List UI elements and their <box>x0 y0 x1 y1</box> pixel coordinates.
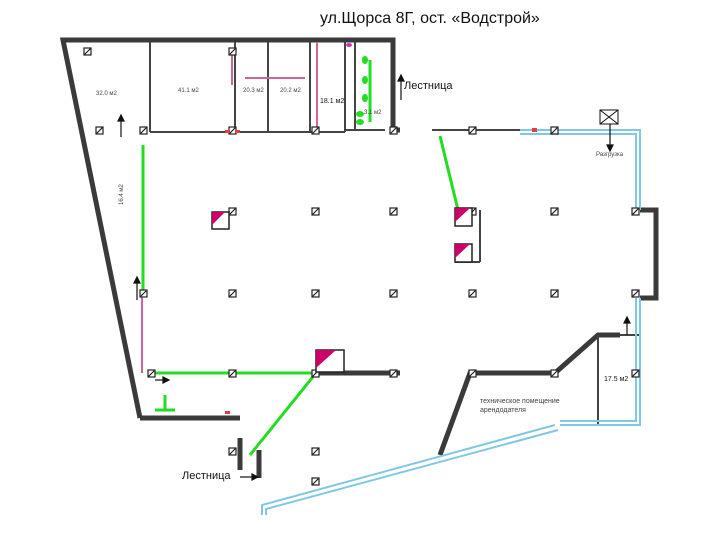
outer-walls <box>59 37 659 478</box>
column <box>139 289 148 298</box>
tech-room-label-1: техническое помещение <box>480 398 560 405</box>
unloading-marker <box>599 109 619 125</box>
column <box>311 207 320 216</box>
arrow-up-icon <box>117 113 125 137</box>
sink-icon <box>356 119 364 125</box>
green-diagonal-right <box>438 135 460 211</box>
toilet-icon <box>362 56 368 64</box>
magenta-marker-icon <box>346 43 352 47</box>
column <box>311 477 320 486</box>
glazing-right-lower-2 <box>560 298 637 422</box>
column <box>311 289 320 298</box>
shaft-center-left <box>211 211 230 230</box>
column <box>228 369 237 378</box>
columns <box>83 47 640 486</box>
arrows <box>117 73 631 481</box>
toilet-icon <box>362 76 368 84</box>
tech-room-label-2: арендодателя <box>480 407 526 414</box>
column <box>228 207 237 216</box>
column <box>147 369 156 378</box>
corridor-area: 16.4 м2 <box>119 184 125 205</box>
column <box>311 447 320 456</box>
room-3-area: 20.3 м2 <box>243 88 264 94</box>
column <box>468 289 477 298</box>
wc-fixtures <box>356 56 368 125</box>
wc-accent <box>346 43 352 47</box>
column <box>389 207 398 216</box>
column <box>550 126 559 135</box>
glazing-top-right <box>520 129 641 210</box>
stair-top-label: Лестница <box>404 80 453 92</box>
wall-right-notch <box>640 207 659 301</box>
glazing-bottom-diag-2 <box>265 429 559 515</box>
room-4-area: 20.2 м2 <box>280 88 301 94</box>
glazing-right-lower <box>560 298 641 426</box>
column <box>550 289 559 298</box>
room-5-area: 18.1 м2 <box>320 98 345 105</box>
wall-left-diagonal <box>59 37 396 419</box>
column <box>389 289 398 298</box>
column <box>83 47 92 56</box>
glazing-bottom-diag <box>261 424 556 515</box>
toilet-icon <box>362 94 368 102</box>
column <box>468 369 477 378</box>
green-partitions <box>141 60 460 456</box>
page-title: ул.Щорса 8Г, ост. «Водстрой» <box>320 10 540 27</box>
arrow-right-icon <box>240 473 260 481</box>
column <box>631 289 640 298</box>
room-7-area: 17.5 м2 <box>604 376 629 383</box>
column <box>228 126 237 135</box>
shaft-center-right-1 <box>454 207 473 227</box>
column <box>389 369 398 378</box>
column <box>228 447 237 456</box>
column <box>228 47 237 56</box>
column <box>228 289 237 298</box>
sink-icon <box>356 111 364 117</box>
arrow-up-icon <box>623 315 631 335</box>
column <box>389 126 398 135</box>
glazing-top-right-2 <box>520 133 637 210</box>
column <box>139 126 148 135</box>
shafts <box>211 207 473 373</box>
room-1-area: 32.0 м2 <box>96 91 117 97</box>
arrow-up-icon <box>133 275 141 300</box>
shaft-bottom-center <box>315 349 345 373</box>
unloading-label: Разгрузка <box>596 152 624 158</box>
room-6-area: 3.1 м2 <box>364 110 382 116</box>
column <box>468 126 477 135</box>
door-markers <box>225 128 537 414</box>
green-diagonal-center <box>248 372 318 456</box>
shaft-center-right-2 <box>454 243 473 263</box>
column <box>631 207 640 216</box>
column <box>311 126 320 135</box>
arrow-up-icon <box>397 73 405 100</box>
stair-bottom-label: Лестница <box>182 470 231 482</box>
arrow-right-icon <box>155 376 171 384</box>
column <box>550 369 559 378</box>
pink-partitions <box>141 42 318 373</box>
column <box>631 369 640 378</box>
column <box>550 207 559 216</box>
glazed-walls <box>261 129 641 515</box>
column <box>95 126 104 135</box>
room-2-area: 41.1 м2 <box>178 88 199 94</box>
